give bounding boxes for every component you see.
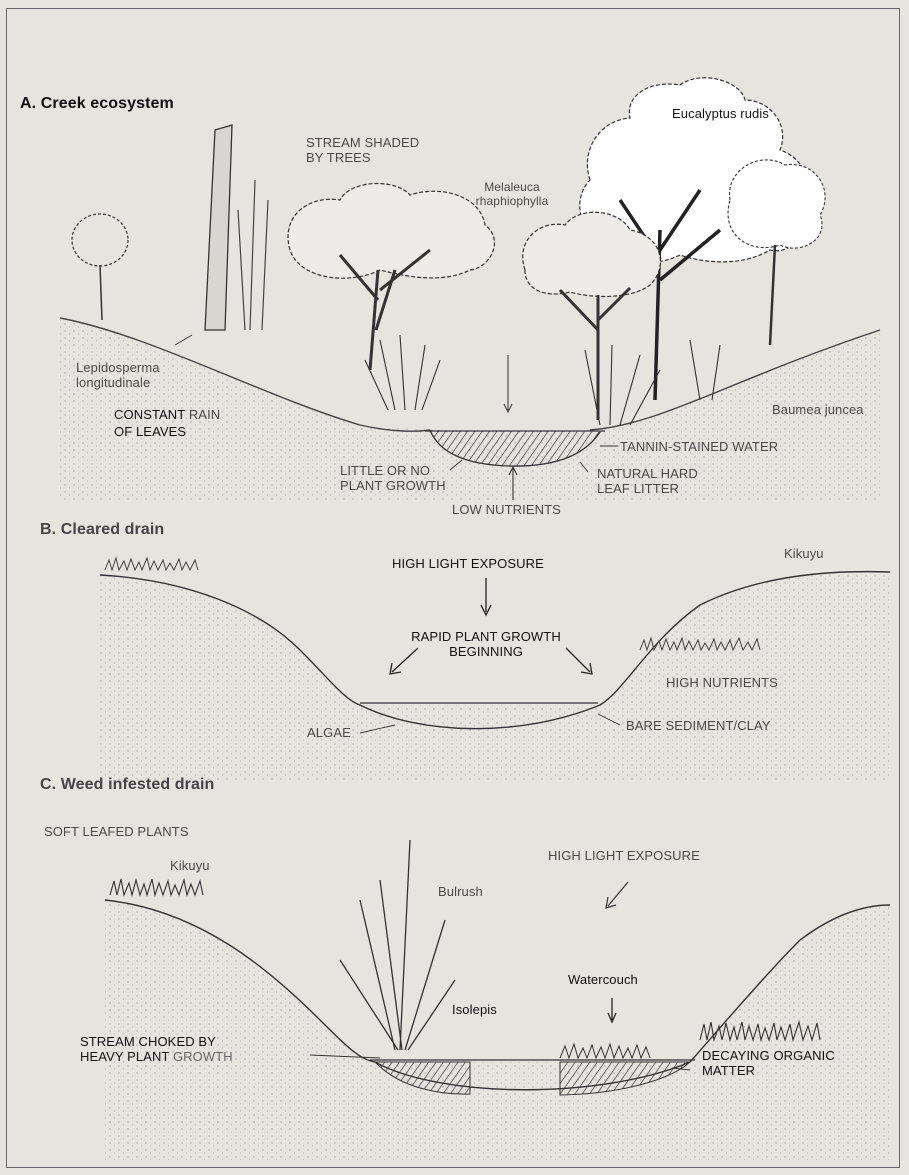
panel-a-title: A. Creek ecosystem — [20, 96, 174, 111]
label-high-light-c: HIGH LIGHT EXPOSURE — [548, 848, 700, 863]
drain-c-weeds-left — [110, 879, 203, 895]
label-bare-sediment: BARE SEDIMENT/CLAY — [626, 718, 771, 733]
weed-infested-drain-illustration — [105, 840, 890, 1160]
label-decaying: DECAYING ORGANIC MATTER — [702, 1048, 835, 1078]
label-algae: ALGAE — [307, 725, 351, 740]
melaleuca-canopy — [288, 184, 494, 279]
label-kikuyu-c: Kikuyu — [170, 858, 210, 873]
label-melaleuca: Melaleuca rhaphiophylla — [472, 180, 552, 208]
cleared-drain-illustration — [100, 558, 890, 780]
label-low-nutrients: LOW NUTRIENTS — [452, 502, 561, 517]
leader-lepidosperma — [175, 335, 192, 345]
label-choked-line1: STREAM CHOKED BY HEAVY PLANT GROWTH — [80, 1034, 233, 1064]
panel-b-title: B. Cleared drain — [40, 522, 164, 537]
label-watercouch: Watercouch — [568, 972, 638, 987]
drain-b-grass-left — [105, 558, 198, 570]
label-of-leaves: OF LEAVES — [114, 424, 186, 439]
high-light-arrow-c — [608, 882, 628, 906]
label-stream-shaded: STREAM SHADED BY TREES — [306, 135, 419, 165]
label-eucalyptus: Eucalyptus rudis — [672, 106, 769, 121]
bulrush-plant — [340, 840, 455, 1050]
label-choked-growth: GROWTH — [169, 1049, 233, 1064]
label-baumea: Baumea juncea — [772, 402, 864, 417]
label-natural-litter: NATURAL HARD LEAF LITTER — [597, 466, 698, 496]
label-rain: RAIN — [185, 407, 220, 422]
label-kikuyu-b: Kikuyu — [784, 546, 824, 561]
label-tannin: TANNIN-STAINED WATER — [620, 439, 778, 454]
reed-plant — [238, 180, 268, 330]
shrub-stem — [100, 265, 102, 320]
label-constant-rain: CONSTANT RAIN — [114, 407, 220, 422]
watercouch-mat — [560, 1044, 650, 1058]
label-high-light-b: HIGH LIGHT EXPOSURE — [392, 556, 544, 571]
far-right-trunk — [770, 245, 775, 345]
label-rapid-growth: RAPID PLANT GROWTH BEGINNING — [388, 629, 584, 659]
label-constant: CONSTANT — [114, 407, 185, 422]
label-high-nutrients: HIGH NUTRIENTS — [666, 675, 778, 690]
rushes-left — [365, 335, 440, 410]
panel-c-title: C. Weed infested drain — [40, 777, 214, 792]
shrub — [72, 214, 128, 266]
label-lepidosperma: Lepidosperma longitudinale — [76, 360, 160, 390]
far-right-canopy — [728, 160, 825, 248]
label-bulrush: Bulrush — [438, 884, 483, 899]
label-little-growth: LITTLE OR NO PLANT GROWTH — [340, 463, 446, 493]
tree-trunk — [205, 125, 232, 330]
label-isolepis: Isolepis — [452, 1002, 497, 1017]
label-soft-leafed: SOFT LEAFED PLANTS — [44, 824, 189, 839]
